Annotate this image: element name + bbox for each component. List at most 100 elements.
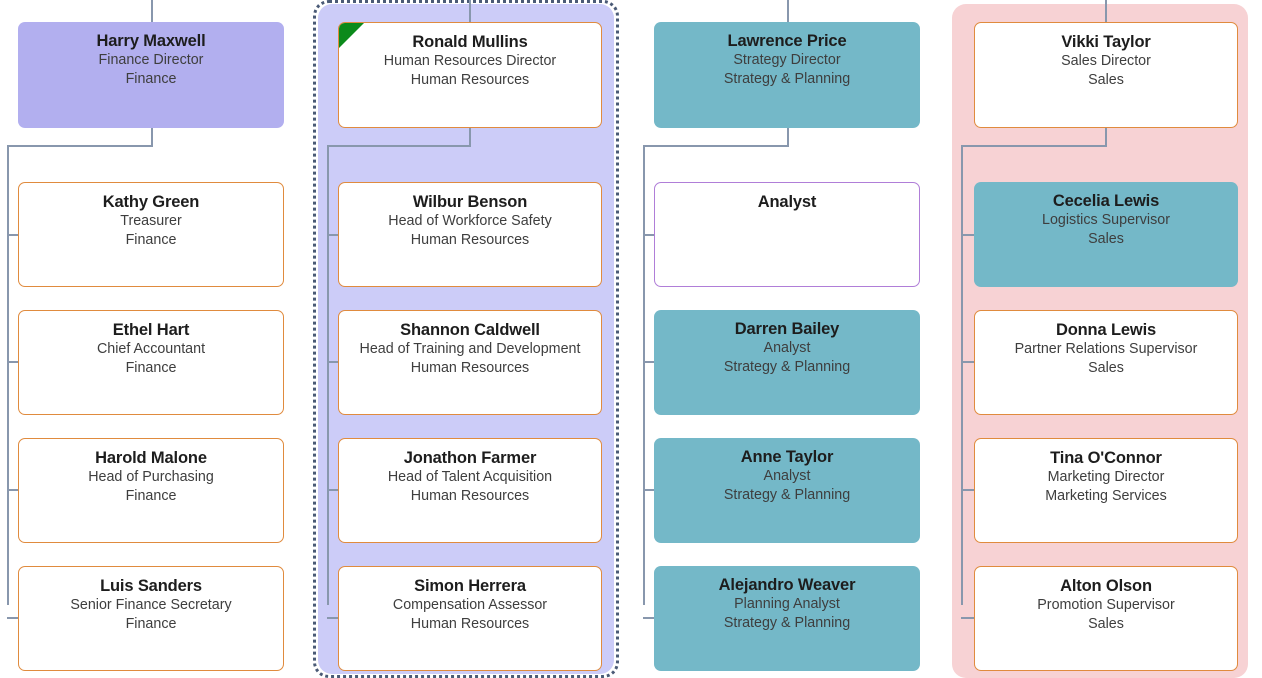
card-department: Human Resources [410,615,530,632]
connector-turn-finance [7,145,153,147]
card-name: Simon Herrera [414,577,526,595]
connector-spine-finance [7,145,9,605]
org-card-shannon-caldwell[interactable]: Shannon Caldwell Head of Training and De… [338,310,602,415]
connector-root-stem-finance [151,0,153,22]
connector-stub-sales-4 [961,617,974,619]
card-title: Analyst [763,340,811,357]
card-name: Harold Malone [95,449,207,467]
card-title: Senior Finance Secretary [70,597,232,614]
card-department: Strategy & Planning [723,358,851,375]
org-card-harold-malone[interactable]: Harold Malone Head of Purchasing Finance [18,438,284,543]
connector-turn-hr [327,145,471,147]
connector-stub-finance-1 [7,234,20,236]
org-card-lawrence-price[interactable]: Lawrence Price Strategy Director Strateg… [654,22,920,128]
card-department: Human Resources [410,359,530,376]
org-card-simon-herrera[interactable]: Simon Herrera Compensation Assessor Huma… [338,566,602,671]
card-name: Darren Bailey [734,320,840,338]
org-card-cecelia-lewis[interactable]: Cecelia Lewis Logistics Supervisor Sales [974,182,1238,287]
connector-drop-finance [151,128,153,146]
card-name: Alejandro Weaver [718,576,856,594]
connector-drop-hr [469,128,471,146]
connector-stub-sales-2 [961,361,974,363]
card-title: Chief Accountant [96,341,206,358]
org-card-kathy-green[interactable]: Kathy Green Treasurer Finance [18,182,284,287]
card-department: Human Resources [410,71,530,88]
connector-stub-finance-2 [7,361,20,363]
card-name: Kathy Green [102,193,200,211]
org-card-vikki-taylor[interactable]: Vikki Taylor Sales Director Sales [974,22,1238,128]
card-department: Strategy & Planning [723,70,851,87]
card-department: Sales [1088,230,1124,247]
connector-stub-strategy-4 [643,617,656,619]
card-name: Alton Olson [1060,577,1152,595]
connector-stub-hr-2 [327,361,340,363]
card-department: Finance [125,70,177,87]
org-card-jonathon-farmer[interactable]: Jonathon Farmer Head of Talent Acquisiti… [338,438,602,543]
connector-drop-strategy [787,128,789,146]
card-name: Jonathon Farmer [403,449,537,467]
org-card-luis-sanders[interactable]: Luis Sanders Senior Finance Secretary Fi… [18,566,284,671]
card-title: Planning Analyst [734,596,840,613]
org-card-alejandro-weaver[interactable]: Alejandro Weaver Planning Analyst Strate… [654,566,920,671]
card-title: Head of Workforce Safety [388,213,552,230]
card-department: Sales [1088,359,1124,376]
connector-stub-strategy-3 [643,489,656,491]
card-name: Ethel Hart [112,321,190,339]
connector-stub-finance-4 [7,617,20,619]
card-name: Luis Sanders [100,577,202,595]
org-card-tina-oconnor[interactable]: Tina O'Connor Marketing Director Marketi… [974,438,1238,543]
card-title: Finance Director [98,52,204,69]
org-card-alton-olson[interactable]: Alton Olson Promotion Supervisor Sales [974,566,1238,671]
card-name: Wilbur Benson [412,193,528,211]
card-name: Analyst [757,193,817,211]
org-card-ethel-hart[interactable]: Ethel Hart Chief Accountant Finance [18,310,284,415]
connector-spine-sales [961,145,963,605]
card-name: Lawrence Price [727,32,847,50]
card-name: Shannon Caldwell [400,321,540,339]
card-name: Donna Lewis [1055,321,1157,339]
connector-stub-hr-3 [327,489,340,491]
card-department: Finance [125,615,177,632]
card-department: Sales [1088,71,1124,88]
card-name: Anne Taylor [740,448,834,466]
org-card-darren-bailey[interactable]: Darren Bailey Analyst Strategy & Plannin… [654,310,920,415]
card-department: Finance [125,487,177,504]
card-title: Head of Talent Acquisition [387,469,553,486]
connector-root-stem-strategy [787,0,789,22]
connector-turn-strategy [643,145,789,147]
org-card-harry-maxwell[interactable]: Harry Maxwell Finance Director Finance [18,22,284,128]
connector-root-stem-hr [469,0,471,22]
card-title: Analyst [763,468,811,485]
connector-root-stem-sales [1105,0,1107,22]
card-name: Ronald Mullins [412,33,528,51]
card-title: Partner Relations Supervisor [1014,341,1198,358]
card-name: Vikki Taylor [1061,33,1151,51]
card-title: Strategy Director [733,52,841,69]
connector-stub-strategy-2 [643,361,656,363]
card-title: Promotion Supervisor [1037,597,1175,614]
card-title: Treasurer [120,213,182,230]
org-card-ronald-mullins[interactable]: Ronald Mullins Human Resources Director … [338,22,602,128]
org-card-wilbur-benson[interactable]: Wilbur Benson Head of Workforce Safety H… [338,182,602,287]
card-name: Cecelia Lewis [1052,192,1160,210]
status-flag-icon [339,23,364,48]
connector-stub-hr-1 [327,234,340,236]
org-card-anne-taylor[interactable]: Anne Taylor Analyst Strategy & Planning [654,438,920,543]
card-title: Head of Training and Development [359,341,581,358]
card-name: Harry Maxwell [96,32,206,50]
connector-turn-sales [961,145,1107,147]
connector-stub-hr-4 [327,617,340,619]
card-department: Strategy & Planning [723,614,851,631]
connector-spine-hr [327,145,329,605]
card-title: Head of Purchasing [88,469,214,486]
card-department: Finance [125,231,177,248]
connector-stub-strategy-1 [643,234,656,236]
card-department: Sales [1088,615,1124,632]
connector-spine-strategy [643,145,645,605]
org-card-vacancy-analyst[interactable]: Analyst [654,182,920,287]
card-department: Finance [125,359,177,376]
card-title: Compensation Assessor [392,597,548,614]
org-card-donna-lewis[interactable]: Donna Lewis Partner Relations Supervisor… [974,310,1238,415]
card-title: Marketing Director [1047,469,1165,486]
